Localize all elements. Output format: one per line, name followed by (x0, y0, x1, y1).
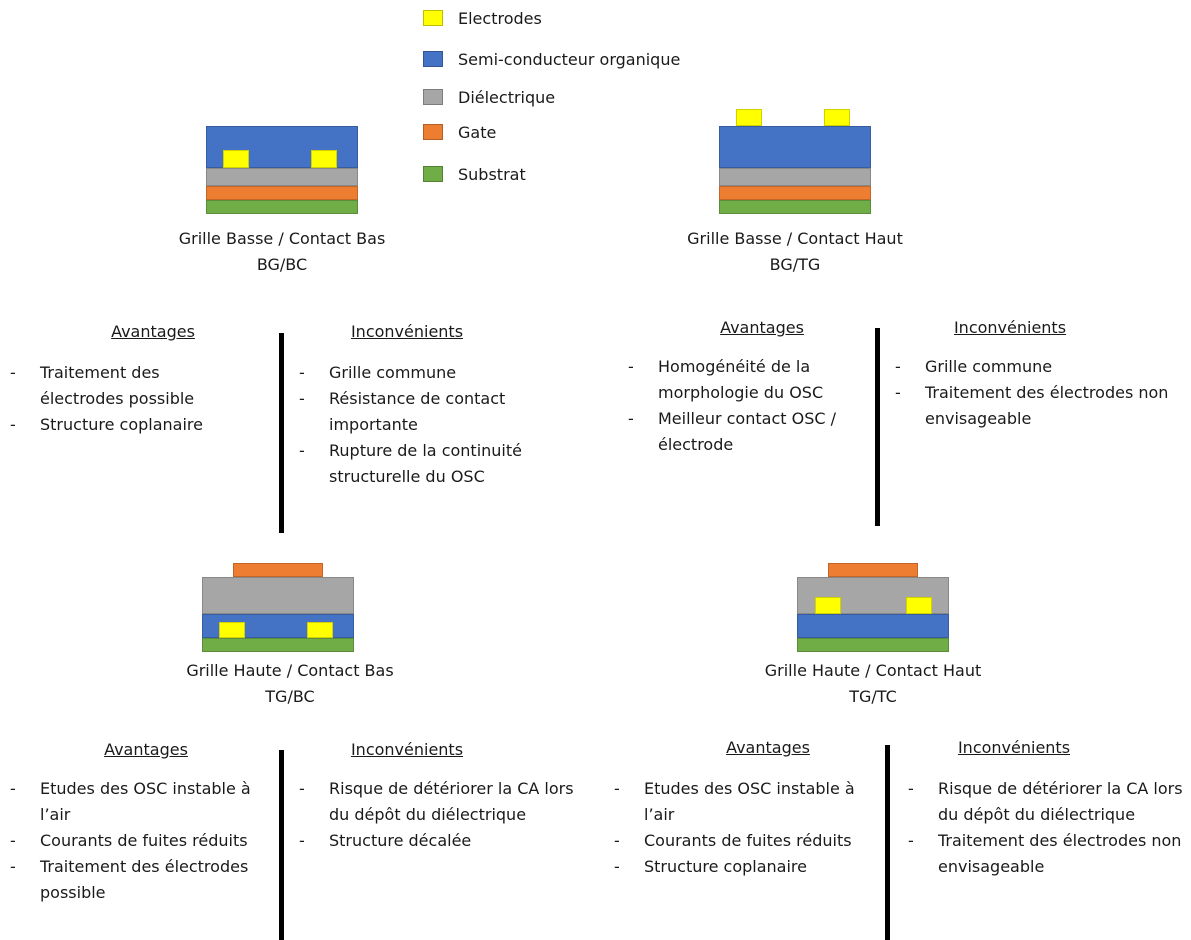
config-code: BG/BC (256, 255, 308, 274)
gate-layer (233, 563, 323, 577)
disadvantages-heading: Inconvénients (957, 738, 1071, 757)
advantages-heading: Avantages (104, 740, 188, 759)
legend-item-electrodes: Electrodes (423, 6, 542, 30)
electrode-source (223, 150, 249, 168)
list-item: Homogénéité de la morphologie du OSC (628, 354, 878, 406)
config-code: TG/TC (849, 687, 897, 706)
disadvantages-heading: Inconvénients (350, 740, 464, 759)
list-item: Rupture de la continuité structurelle du… (299, 438, 569, 490)
advantages-heading: Avantages (726, 738, 810, 757)
electrode-source (736, 109, 762, 126)
divider (875, 328, 880, 526)
caption-tg-tc: Grille Haute / Contact Haut TG/TC (733, 658, 1013, 710)
list-item: Traitement des électrodes non envisageab… (895, 380, 1181, 432)
divider (279, 750, 284, 940)
substrate-layer (797, 638, 949, 652)
dielectric-layer (719, 168, 871, 186)
substrate-layer (719, 200, 871, 214)
config-title: Grille Basse / Contact Haut (687, 229, 903, 248)
legend-item-dielectric: Diélectrique (423, 85, 555, 109)
list-item: Courants de fuites réduits (10, 828, 272, 854)
legend-label: Semi-conducteur organique (458, 49, 681, 69)
disadvantages-heading: Inconvénients (953, 318, 1067, 337)
gate-layer (719, 186, 871, 200)
legend-item-substrate: Substrat (423, 162, 526, 186)
list-item: Courants de fuites réduits (614, 828, 876, 854)
list-item: Résistance de contact importante (299, 386, 569, 438)
legend-label: Diélectrique (458, 87, 556, 107)
list-item: Grille commune (895, 354, 1181, 380)
dielectric-layer (202, 577, 354, 614)
list-item: Etudes des OSC instable à l’air (10, 776, 272, 828)
gate-layer (828, 563, 918, 577)
legend-swatch-semiconductor (423, 51, 443, 67)
list-item: Etudes des OSC instable à l’air (614, 776, 876, 828)
list-item: Risque de détériorer la CA lors du dépôt… (908, 776, 1188, 828)
disadvantages-heading: Inconvénients (350, 322, 464, 341)
list-item: Traitement des électrodes non envisageab… (908, 828, 1188, 880)
config-title: Grille Haute / Contact Haut (764, 661, 982, 680)
advantages-list: Homogénéité de la morphologie du OSC Mei… (628, 354, 878, 458)
legend-swatch-gate (423, 124, 443, 140)
electrode-source (815, 597, 841, 614)
legend-label: Gate (458, 122, 497, 142)
advantages-list: Etudes des OSC instable à l’air Courants… (614, 776, 876, 880)
semiconductor-layer (719, 126, 871, 168)
list-item: Grille commune (299, 360, 569, 386)
legend-label: Electrodes (458, 8, 542, 28)
list-item: Structure coplanaire (10, 412, 240, 438)
list-item: Traitement des électrodes possible (10, 360, 240, 412)
legend-swatch-dielectric (423, 89, 443, 105)
list-item: Structure décalée (299, 828, 589, 854)
legend-item-semiconductor: Semi-conducteur organique (423, 47, 680, 71)
list-item: Risque de détériorer la CA lors du dépôt… (299, 776, 589, 828)
advantages-list: Etudes des OSC instable à l’air Courants… (10, 776, 272, 906)
disadvantages-list: Risque de détériorer la CA lors du dépôt… (908, 776, 1188, 880)
electrode-drain (906, 597, 932, 614)
list-item: Structure coplanaire (614, 854, 876, 880)
dielectric-layer (206, 168, 358, 186)
legend-label: Substrat (458, 164, 526, 184)
legend-item-gate: Gate (423, 120, 496, 144)
config-title: Grille Basse / Contact Bas (178, 229, 386, 248)
disadvantages-list: Grille commune Traitement des électrodes… (895, 354, 1181, 432)
electrode-drain (824, 109, 850, 126)
divider (279, 333, 284, 533)
divider (885, 745, 890, 940)
disadvantages-list: Risque de détériorer la CA lors du dépôt… (299, 776, 589, 854)
advantages-list: Traitement des électrodes possible Struc… (10, 360, 240, 438)
caption-bg-bc: Grille Basse / Contact Bas BG/BC (162, 226, 402, 278)
legend-swatch-electrodes (423, 10, 443, 26)
disadvantages-list: Grille commune Résistance de contact imp… (299, 360, 569, 490)
caption-tg-bc: Grille Haute / Contact Bas TG/BC (160, 658, 420, 710)
substrate-layer (206, 200, 358, 214)
substrate-layer (202, 638, 354, 652)
advantages-heading: Avantages (720, 318, 804, 337)
electrode-drain (311, 150, 337, 168)
list-item: Traitement des électrodes possible (10, 854, 272, 906)
config-code: TG/BC (265, 687, 315, 706)
config-code: BG/TG (769, 255, 821, 274)
legend-swatch-substrate (423, 166, 443, 182)
caption-bg-tc: Grille Basse / Contact Haut BG/TG (665, 226, 925, 278)
gate-layer (206, 186, 358, 200)
config-title: Grille Haute / Contact Bas (186, 661, 394, 680)
semiconductor-layer (797, 614, 949, 638)
electrode-source (219, 622, 245, 638)
list-item: Meilleur contact OSC / électrode (628, 406, 878, 458)
electrode-drain (307, 622, 333, 638)
advantages-heading: Avantages (111, 322, 195, 341)
